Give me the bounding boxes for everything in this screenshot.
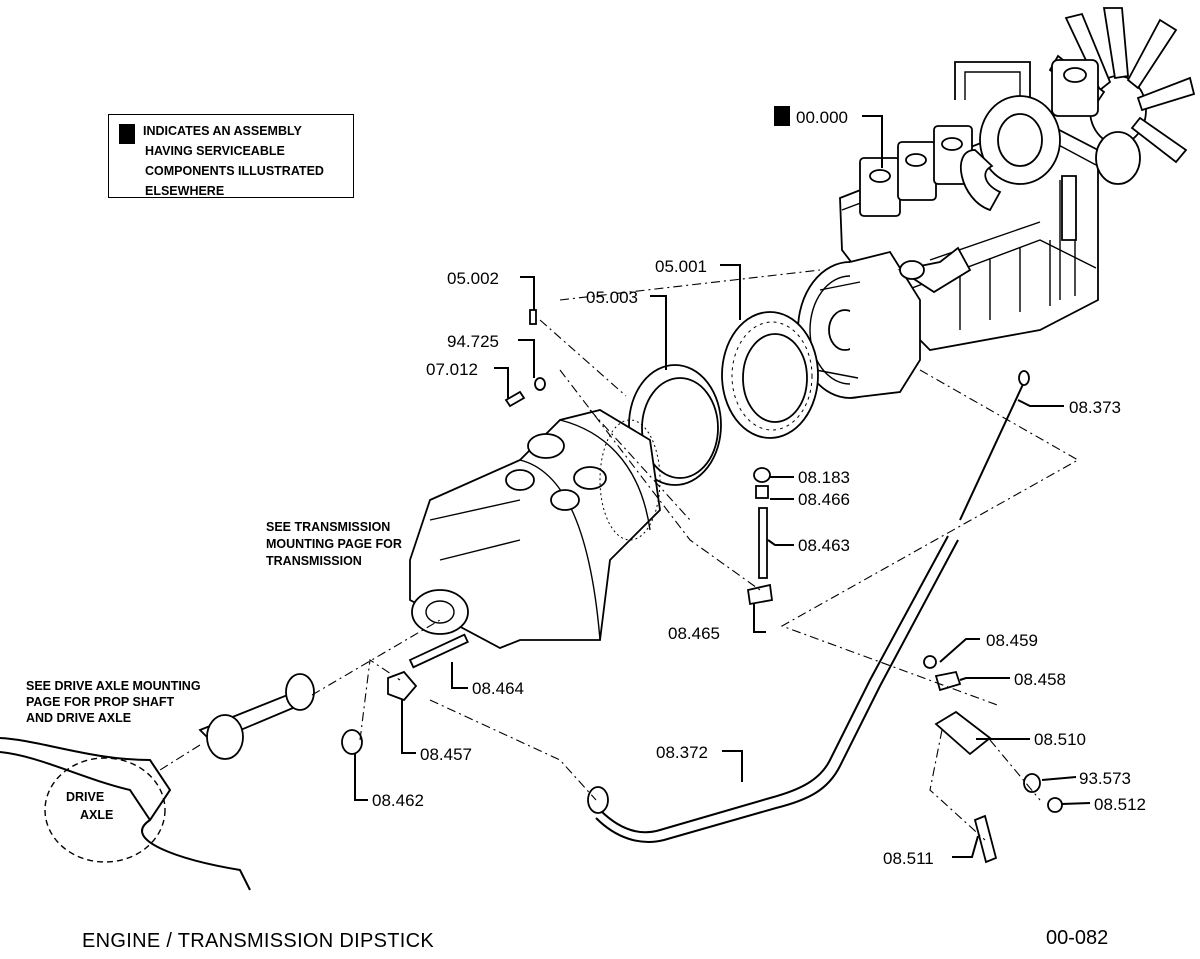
callout-08-511: 08.511 xyxy=(883,849,934,868)
assembly-marker-icon xyxy=(119,124,135,144)
legend-line-1: INDICATES AN ASSEMBLY xyxy=(143,124,302,138)
page-number: 00-082 xyxy=(1046,927,1109,949)
engine-illustration xyxy=(797,7,1196,399)
transmission-note-line-1: SEE TRANSMISSION xyxy=(266,520,390,534)
callout-08-373: 08.373 xyxy=(1069,398,1121,417)
legend-line-2: HAVING SERVICEABLE xyxy=(145,144,285,158)
callout-08-463: 08.463 xyxy=(798,536,850,555)
axle-note-line-3: AND DRIVE AXLE xyxy=(26,711,131,725)
leader-lines xyxy=(354,264,1091,858)
drive-axle-label-line-2: AXLE xyxy=(80,808,113,822)
legend-line-4: ELSEWHERE xyxy=(145,184,225,198)
axle-note-line-2: PAGE FOR PROP SHAFT xyxy=(26,695,175,709)
drive-axle-label: DRIVE AXLE xyxy=(66,790,113,822)
callout-08-458: 08.458 xyxy=(1014,670,1066,689)
callout-05-003: 05.003 xyxy=(586,288,638,307)
drive-axle-illustration xyxy=(0,737,251,891)
legend-text: INDICATES AN ASSEMBLY HAVING SERVICEABLE… xyxy=(143,121,349,201)
callout-08-510: 08.510 xyxy=(1034,730,1086,749)
legend-box: INDICATES AN ASSEMBLY HAVING SERVICEABLE… xyxy=(108,114,354,198)
prop-shaft-illustration xyxy=(159,619,441,771)
drive-axle-note: SEE DRIVE AXLE MOUNTING PAGE FOR PROP SH… xyxy=(26,679,201,725)
transmission-note-line-3: TRANSMISSION xyxy=(266,554,362,568)
callout-08-462: 08.462 xyxy=(372,791,424,810)
callout-08-464: 08.464 xyxy=(472,679,524,698)
dipstick-tube-08-372 xyxy=(587,535,959,843)
legend-line-3: COMPONENTS ILLUSTRATED xyxy=(145,164,324,178)
callout-08-466: 08.466 xyxy=(798,490,850,509)
callout-05-002: 05.002 xyxy=(447,269,499,288)
transmission-illustration xyxy=(409,409,661,649)
callout-00-000: 00.000 xyxy=(796,108,848,127)
assembly-marker-icon xyxy=(774,106,790,126)
callout-07-012: 07.012 xyxy=(426,360,478,379)
callout-93-573: 93.573 xyxy=(1079,769,1131,788)
callout-08-457: 08.457 xyxy=(420,745,472,764)
callout-08-459: 08.459 xyxy=(986,631,1038,650)
drive-plate-05-001 xyxy=(721,311,819,439)
callout-94-725: 94.725 xyxy=(447,332,499,351)
transmission-note-line-2: MOUNTING PAGE FOR xyxy=(266,537,402,551)
callout-08-183: 08.183 xyxy=(798,468,850,487)
callout-08-465: 08.465 xyxy=(668,624,720,643)
dipstick-08-373 xyxy=(959,370,1030,521)
callout-05-001: 05.001 xyxy=(655,257,707,276)
callout-08-512: 08.512 xyxy=(1094,795,1146,814)
callout-08-372: 08.372 xyxy=(656,743,708,762)
transmission-note: SEE TRANSMISSION MOUNTING PAGE FOR TRANS… xyxy=(266,520,402,568)
axle-note-line-1: SEE DRIVE AXLE MOUNTING xyxy=(26,679,201,693)
phantom-lines xyxy=(359,269,1080,841)
page-title: ENGINE / TRANSMISSION DIPSTICK xyxy=(82,930,435,952)
drive-axle-label-line-1: DRIVE xyxy=(66,790,104,804)
callout-labels: 00.000 05.002 05.001 05.003 94.725 07.01… xyxy=(372,108,1146,868)
